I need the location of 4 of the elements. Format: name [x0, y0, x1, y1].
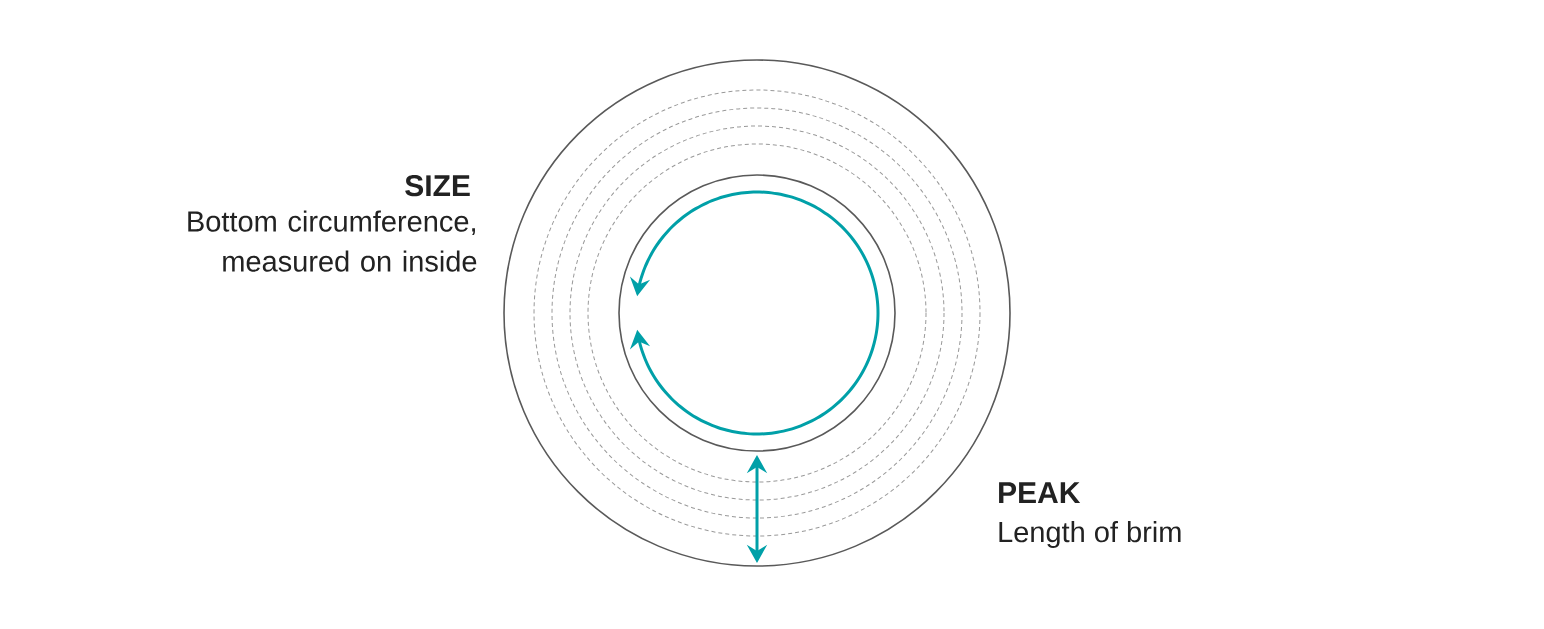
description: Bottom circumference, measured on inside [188, 210, 477, 272]
heading: SIZE [405, 175, 470, 197]
description: Length of brim [999, 521, 1181, 549]
heading: PEAK [999, 482, 1081, 503]
